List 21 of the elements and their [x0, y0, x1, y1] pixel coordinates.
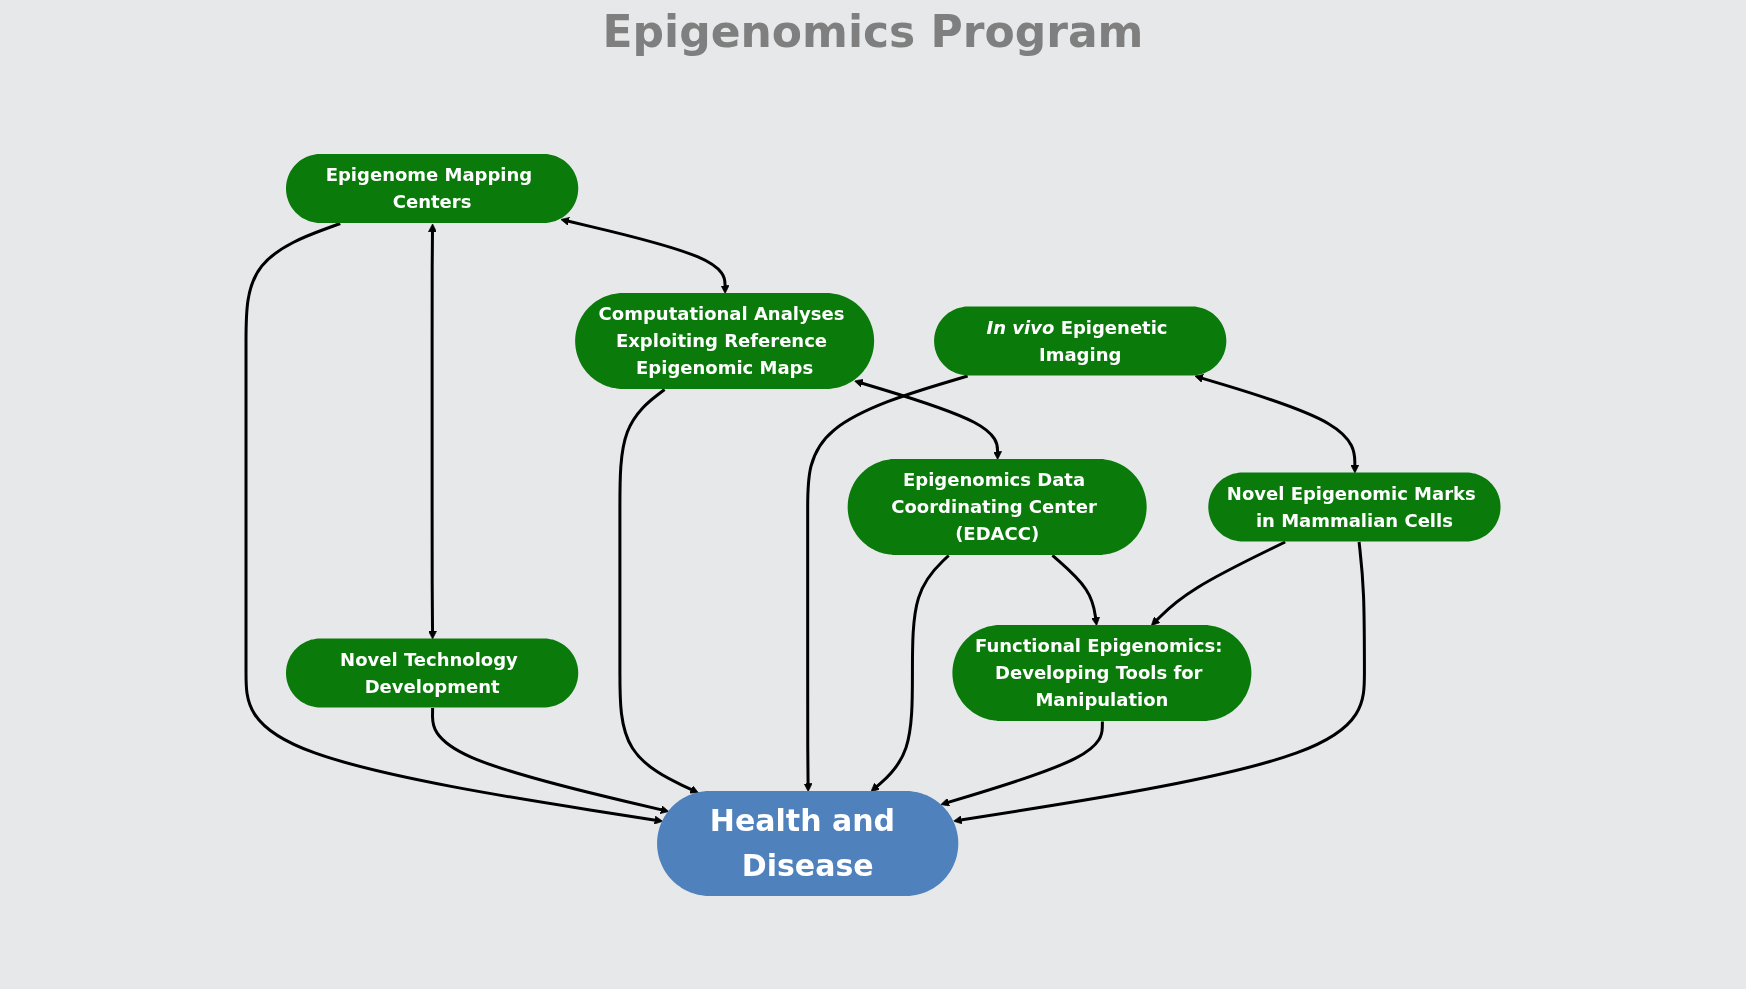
node-box: Epigenomics Data Coordinating Center (EDACC) — [847, 458, 1147, 555]
arrow — [803, 374, 968, 792]
arrow — [560, 216, 730, 294]
arrow — [430, 707, 669, 814]
node-box: Functional Epigenomics: Developing Tools for Manipulation — [952, 624, 1252, 721]
node-box: Computational Analyses Exploiting Reference Epigenomic Maps — [574, 292, 874, 389]
node-box: Epigenome Mapping Centers — [285, 153, 578, 223]
arrow — [427, 223, 437, 639]
arrow — [853, 378, 1002, 460]
node-box: Health and Disease — [656, 790, 958, 896]
arrow — [870, 553, 950, 792]
arrow — [1194, 373, 1359, 473]
node-box: Novel Epigenomic Marks in Mammalian Cells — [1208, 472, 1501, 541]
arrow — [618, 387, 699, 793]
arrow — [1051, 553, 1100, 626]
node-box: In vivo Epigenetic Imaging — [933, 306, 1227, 375]
node-box: Novel Technology Development — [285, 638, 578, 707]
arrow — [1150, 540, 1286, 626]
arrow — [244, 221, 663, 824]
diagram-title: Epigenomics Program — [601, 6, 1145, 57]
arrow — [940, 720, 1104, 806]
